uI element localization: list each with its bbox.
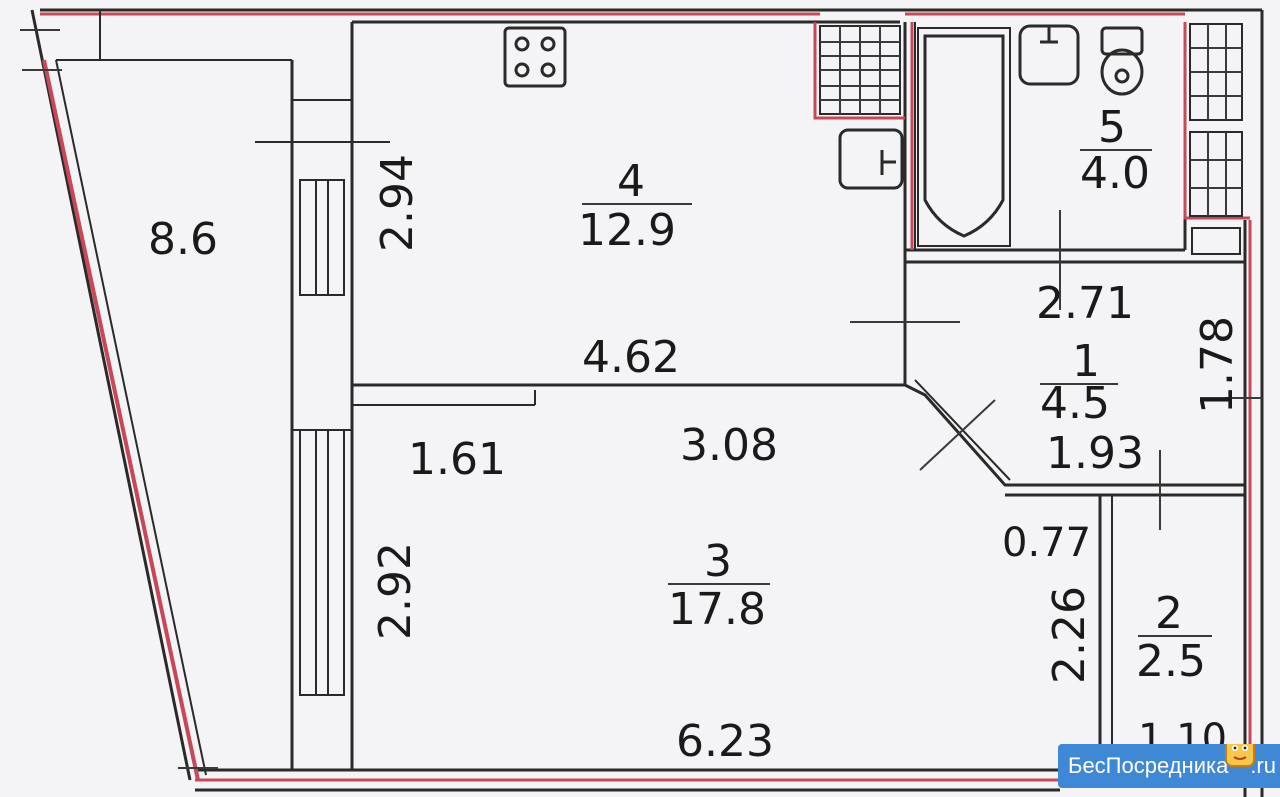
room-1-number: 1 — [1072, 336, 1100, 387]
dimension-2-71: 2.71 — [1036, 278, 1134, 329]
bathroom-sink-icon — [1018, 24, 1080, 86]
stove-icon — [503, 26, 567, 88]
dimension-6-23: 6.23 — [676, 716, 774, 767]
bathtub-icon — [917, 27, 1011, 247]
room-3-area: 17.8 — [668, 584, 766, 635]
watermark-text: БесПосредника — [1068, 753, 1229, 778]
mascot-icon — [1225, 744, 1255, 767]
window-wall — [255, 22, 390, 770]
room-2-number: 2 — [1155, 588, 1183, 639]
room-2-area: 2.5 — [1136, 636, 1206, 687]
room-4-number: 4 — [617, 156, 645, 207]
vent-grid-right — [1189, 23, 1243, 217]
small-fixture-icon — [1191, 227, 1241, 255]
dimension-1-78: 1.78 — [1192, 316, 1243, 414]
dimension-2-26: 2.26 — [1044, 586, 1095, 684]
room-5-number: 5 — [1098, 102, 1126, 153]
balcony-walls — [20, 9, 292, 781]
red-partitions — [813, 12, 1250, 250]
room-4-area: 12.9 — [578, 205, 676, 256]
vent-grid-left — [819, 25, 901, 115]
room-3-number: 3 — [704, 536, 732, 587]
balcony-area: 8.6 — [148, 214, 218, 265]
dimension-0-77: 0.77 — [1002, 520, 1091, 566]
watermark-badge: БесПосредника.ru — [1058, 744, 1280, 788]
dimension-3-08: 3.08 — [680, 420, 778, 471]
dimension-4-62: 4.62 — [582, 332, 680, 383]
dimension-2-92: 2.92 — [370, 542, 421, 640]
dimension-2-94: 2.94 — [372, 154, 423, 252]
dimension-1-93: 1.93 — [1046, 428, 1144, 479]
room-5-area: 4.0 — [1080, 148, 1150, 199]
dimension-1-61: 1.61 — [408, 434, 506, 485]
room-1-area: 4.5 — [1040, 378, 1110, 429]
toilet-icon — [1100, 26, 1144, 96]
kitchen-sink-icon — [838, 128, 904, 190]
